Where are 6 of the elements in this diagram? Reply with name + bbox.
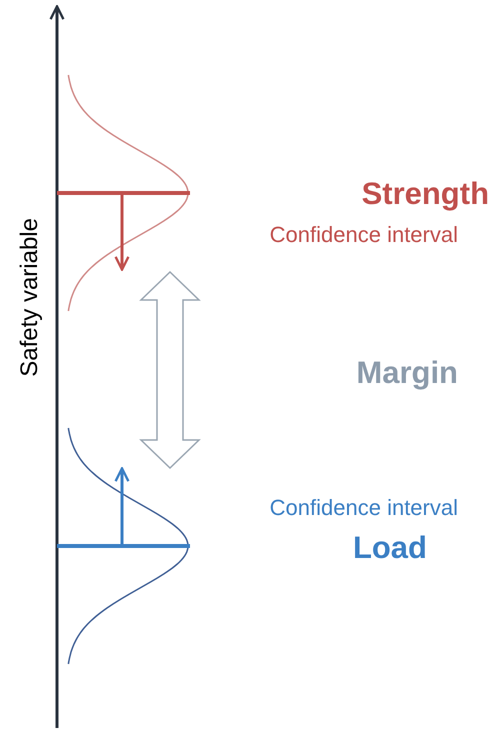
load-label: Load: [352, 532, 427, 563]
strength-label: Strength: [362, 178, 489, 209]
interval-label: Confidence interval: [270, 224, 458, 246]
interval-label: Confidence interval: [270, 497, 458, 519]
axis-label: Safety variable: [18, 218, 42, 377]
margin-label: Margin: [356, 357, 458, 388]
